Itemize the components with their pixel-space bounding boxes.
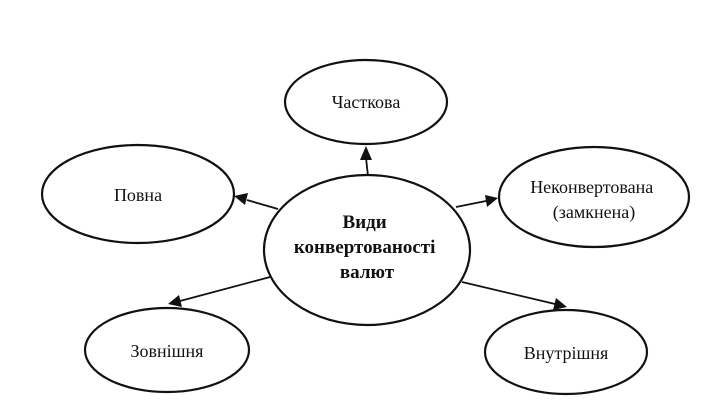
node-full: Повна [40, 143, 236, 245]
node-partial-ellipse [283, 58, 449, 146]
node-nonconvertible-ellipse [497, 145, 691, 249]
node-internal-ellipse [483, 308, 649, 396]
arrow-to-nonconvertible [455, 200, 487, 208]
node-full-label: Повна [114, 185, 162, 205]
arrow-to-partial [365, 157, 369, 177]
node-nonconvertible-line-2: (замкнена) [553, 202, 635, 223]
node-center-label: Види конвертованості валют [294, 212, 440, 283]
node-center-line-3: валют [340, 262, 395, 283]
node-nonconvertible-line-1: Неконвертована [530, 177, 653, 197]
node-nonconvertible: Неконвертована (замкнена) [497, 145, 691, 249]
arrowhead-full [234, 193, 248, 205]
arrowhead-nonconvertible [485, 195, 498, 207]
node-center-line-2: конвертованості [294, 237, 436, 258]
node-partial: Часткова [283, 58, 449, 146]
node-external-label: Зовнішня [131, 341, 204, 361]
arrow-to-external [179, 276, 271, 302]
node-center: Види конвертованості валют [262, 173, 472, 327]
node-center-line-1: Види [343, 212, 387, 233]
arrow-to-full [246, 199, 279, 210]
connectors [168, 146, 567, 310]
arrowhead-partial [360, 146, 372, 160]
node-internal-label: Внутрішня [524, 343, 609, 363]
node-full-ellipse [40, 143, 236, 245]
node-internal: Внутрішня [483, 308, 649, 396]
arrowhead-external [168, 295, 182, 307]
arrow-to-internal [461, 281, 556, 305]
node-nonconvertible-label: Неконвертована (замкнена) [530, 177, 658, 223]
node-external: Зовнішня [83, 306, 251, 394]
node-external-ellipse [83, 306, 251, 394]
node-center-ellipse [262, 173, 472, 327]
node-partial-label: Часткова [332, 92, 401, 112]
arrowhead-internal [553, 298, 567, 310]
